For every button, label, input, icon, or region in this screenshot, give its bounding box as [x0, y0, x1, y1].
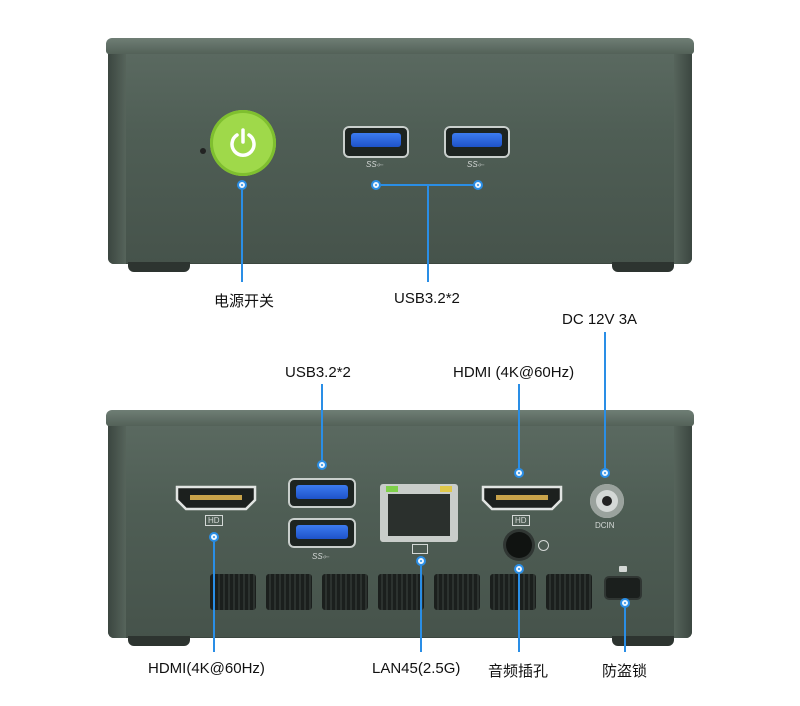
- label-usb-rear: USB3.2*2: [285, 364, 351, 381]
- status-led: [200, 148, 206, 154]
- front-foot-right: [612, 262, 674, 272]
- rear-usb-port-1[interactable]: [288, 478, 356, 508]
- callout-dot-usb1: [371, 180, 381, 190]
- callout-dot-dc: [600, 468, 610, 478]
- audio-jack[interactable]: [506, 532, 532, 558]
- usb-ss-icon: SS⟜: [312, 552, 330, 561]
- vent: [322, 574, 368, 610]
- callout-dot-hdmi-right: [514, 468, 524, 478]
- hdmi-port-right[interactable]: [480, 484, 564, 512]
- label-hdmi-left: HDMI(4K@60Hz): [148, 660, 265, 677]
- label-dc-in: DC 12V 3A: [562, 311, 638, 328]
- vent: [378, 574, 424, 610]
- rear-foot-left: [128, 636, 190, 646]
- dcin-mark: DCIN: [595, 521, 615, 530]
- callout-dot-usb2: [473, 180, 483, 190]
- lock-icon: [619, 566, 627, 572]
- dc-in-port[interactable]: [590, 484, 624, 518]
- label-hdmi-right: HDMI (4K@60Hz): [453, 364, 575, 381]
- power-button[interactable]: [210, 110, 276, 176]
- front-lid: [106, 38, 694, 54]
- rear-lid: [106, 410, 694, 426]
- front-usb-port-1[interactable]: [343, 126, 409, 158]
- vent: [546, 574, 592, 610]
- rear-usb-port-2[interactable]: [288, 518, 356, 548]
- lan-port[interactable]: [380, 484, 458, 542]
- headphone-icon: [538, 540, 549, 551]
- callout-dot-lan: [416, 556, 426, 566]
- vent: [210, 574, 256, 610]
- hdmi-port-left[interactable]: [174, 484, 258, 512]
- front-usb-port-2[interactable]: [444, 126, 510, 158]
- callout-dot-usb-rear: [317, 460, 327, 470]
- callout-dot-audio: [514, 564, 524, 574]
- rear-panel: [106, 410, 694, 638]
- label-power: 电源开关: [214, 293, 275, 310]
- front-panel: [106, 38, 694, 264]
- vent: [266, 574, 312, 610]
- vent: [434, 574, 480, 610]
- hdmi-logo-right: HD: [512, 515, 530, 526]
- callout-dot-power: [237, 180, 247, 190]
- callout-dot-hdmi-left: [209, 532, 219, 542]
- usb-ss-icon: SS⟜: [366, 160, 384, 169]
- lock-slot[interactable]: [606, 578, 640, 598]
- hdmi-logo-left: HD: [205, 515, 223, 526]
- label-lan: LAN45(2.5G): [372, 660, 461, 677]
- vent: [490, 574, 536, 610]
- rear-foot-right: [612, 636, 674, 646]
- usb-ss-icon: SS⟜: [467, 160, 485, 169]
- front-foot-left: [128, 262, 190, 272]
- network-icon: [412, 544, 428, 554]
- label-usb-front: USB3.2*2: [394, 290, 460, 307]
- callout-dot-lock: [620, 598, 630, 608]
- label-audio: 音频插孔: [488, 663, 549, 680]
- label-lock: 防盗锁: [602, 663, 648, 680]
- power-icon: [230, 128, 256, 157]
